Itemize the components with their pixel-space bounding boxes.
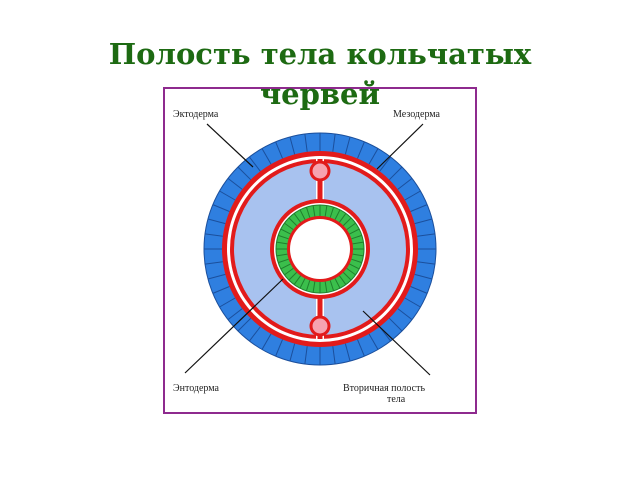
ectoderm-cell-divider: [227, 177, 243, 190]
ectoderm-cell-divider: [275, 339, 283, 357]
pointer-mesoderm: [376, 123, 424, 170]
ectoderm-cell-divider: [219, 190, 236, 201]
ectoderm-cell-divider: [207, 273, 226, 280]
endoderm-cell-divider: [305, 206, 311, 218]
ectoderm-cell-divider: [248, 326, 261, 342]
endoderm-cell-divider: [288, 271, 298, 281]
ectoderm-cell-divider: [410, 204, 428, 212]
endoderm-cell-divider: [293, 275, 302, 285]
ectoderm-cell-divider: [289, 136, 296, 155]
ectoderm-cell-divider: [404, 190, 421, 201]
endoderm-cell-divider: [299, 278, 306, 289]
label-secondary-cavity-line-1: Вторичная полость: [343, 383, 425, 394]
endoderm-cell-divider: [352, 241, 364, 245]
slide-title-line-1: Полость тела кольчатых: [108, 37, 532, 71]
endoderm-cell-divider: [334, 209, 341, 220]
endoderm-cell-divider: [280, 263, 291, 270]
ectoderm-cell-divider: [379, 156, 392, 172]
pointer-endoderm: [184, 278, 284, 374]
endoderm-cell-divider: [334, 278, 341, 289]
endoderm-cell-divider: [312, 281, 316, 293]
ectoderm-cell-divider: [404, 297, 421, 308]
ectoderm-cell-divider: [417, 261, 436, 265]
endoderm-cell-divider: [276, 253, 288, 257]
ectoderm-cell-divider: [414, 218, 433, 225]
ectoderm-cell-divider: [357, 339, 365, 357]
endoderm-cell-divider: [293, 213, 302, 223]
pointer-secondary-cavity: [362, 310, 431, 376]
endoderm-cell-divider: [351, 258, 363, 264]
endoderm-cell-divider: [305, 280, 311, 292]
mesentery-node-top: [309, 160, 331, 182]
ectoderm-cell-divider: [397, 308, 413, 321]
ectoderm-cell-divider: [261, 333, 272, 350]
ectoderm-cell-divider: [304, 346, 308, 365]
ectoderm-cell-divider: [410, 286, 428, 294]
endoderm-cell-divider: [324, 281, 328, 293]
ectoderm-cell-divider: [289, 343, 296, 362]
mesentery-node-bottom: [309, 315, 331, 337]
endoderm-cell-divider: [284, 267, 294, 276]
ectoderm-cell-divider: [417, 233, 436, 237]
endoderm-cell-divider: [346, 267, 356, 276]
ectoderm-cell-divider: [219, 297, 236, 308]
label-ectoderm: Эктодерма: [173, 109, 219, 120]
endoderm-cell-divider: [299, 209, 306, 220]
ectoderm-cell-divider: [248, 156, 261, 172]
ectoderm-cell-divider: [368, 148, 379, 165]
ectoderm-cell-divider: [357, 141, 365, 159]
endoderm-cell-divider: [349, 263, 360, 270]
endoderm-cell-divider: [349, 228, 360, 235]
ectoderm-cell-divider: [237, 166, 252, 181]
endoderm-cell-divider: [346, 222, 356, 231]
ectoderm-cell-divider: [344, 343, 351, 362]
ectoderm-cell-divider: [388, 317, 403, 332]
ectoderm-cell-divider: [207, 218, 226, 225]
ectoderm-cell-divider: [212, 204, 230, 212]
ectoderm-cell-divider: [261, 148, 272, 165]
endoderm-cell-divider: [338, 275, 347, 285]
endoderm-cell-divider: [312, 205, 316, 217]
ectoderm-cell-divider: [204, 261, 223, 265]
ectoderm-cells: [204, 133, 436, 365]
label-endoderm: Энтодерма: [173, 383, 220, 394]
endoderm-cell-divider: [288, 217, 298, 227]
ectoderm-cell-divider: [368, 333, 379, 350]
ectoderm-cell-divider: [212, 286, 230, 294]
gut-lumen: [290, 219, 350, 279]
pointer-ectoderm: [206, 123, 254, 168]
ectoderm-cell-divider: [332, 133, 336, 152]
ectoderm-cell-divider: [237, 317, 252, 332]
slide-title: Полость тела кольчатых червей: [0, 34, 640, 114]
annelid-cross-section-diagram: Эктодерма Мезодерма Энтодерма Вторичная …: [173, 109, 441, 405]
ectoderm-cell-divider: [275, 141, 283, 159]
label-secondary-cavity-line-2: тела: [387, 394, 406, 405]
ectoderm-cell-divider: [397, 177, 413, 190]
endoderm-cell-divider: [342, 217, 352, 227]
ectoderm-cell-divider: [227, 308, 243, 321]
ectoderm-cell-divider: [414, 273, 433, 280]
ectoderm-cell-divider: [344, 136, 351, 155]
endoderm-cell-divider: [324, 205, 328, 217]
endoderm-cell-divider: [338, 213, 347, 223]
endoderm-cell-divider: [329, 280, 335, 292]
ectoderm-cell-divider: [332, 346, 336, 365]
endoderm-cell-divider: [284, 222, 294, 231]
ectoderm-cell-divider: [388, 166, 403, 181]
label-mesoderm: Мезодерма: [393, 109, 441, 120]
ectoderm-cell-divider: [204, 233, 223, 237]
endoderm-cell-divider: [351, 234, 363, 240]
endoderm-cell-divider: [276, 241, 288, 245]
diagram-frame: Эктодерма Мезодерма Энтодерма Вторичная …: [163, 87, 477, 414]
endoderm-cells: [276, 205, 364, 293]
endoderm-cell-divider: [280, 228, 291, 235]
endoderm-cell-divider: [277, 234, 289, 240]
ectoderm-cell-divider: [304, 133, 308, 152]
endoderm-cell-divider: [352, 253, 364, 257]
slide-title-line-2: червей: [259, 77, 381, 111]
endoderm-cell-divider: [277, 258, 289, 264]
endoderm-cell-divider: [342, 271, 352, 281]
endoderm-cell-divider: [329, 206, 335, 218]
